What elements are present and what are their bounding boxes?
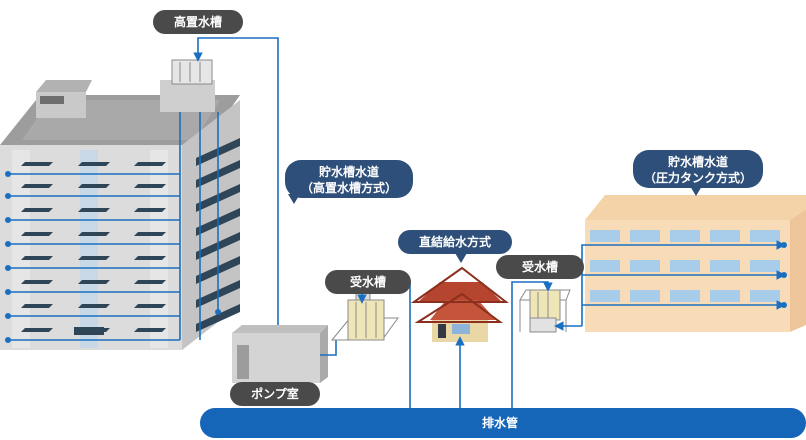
window: [21, 232, 53, 236]
window: [670, 230, 700, 242]
window: [21, 162, 53, 166]
label-storage-elevated-line1: 貯水槽水道: [318, 165, 379, 179]
right-building-pipes: [554, 240, 786, 331]
window: [750, 290, 780, 302]
window: [630, 260, 660, 272]
window: [21, 304, 53, 308]
window: [630, 290, 660, 302]
window: [750, 230, 780, 242]
window: [21, 208, 53, 212]
label-elevated-tank: 高置水槽: [153, 10, 243, 34]
tail-storage-elevated: [288, 194, 300, 204]
label-receiving-tank-right: 受水槽: [496, 255, 584, 279]
window: [21, 328, 53, 332]
tail-direct-supply: [455, 253, 467, 263]
window: [74, 327, 104, 335]
window: [134, 328, 166, 332]
outlet-dot: [5, 241, 11, 247]
right-tank-pipe: [511, 281, 553, 412]
outlet-dot: [5, 193, 11, 199]
outlet-dot: [5, 171, 11, 177]
outlet-dot: [215, 309, 221, 315]
window: [21, 184, 53, 188]
outlet-dot: [5, 313, 11, 319]
outlet-dot: [5, 337, 11, 343]
pump-room: [232, 325, 328, 383]
label-direct-supply: 直結給水方式: [398, 230, 512, 254]
outlet-dot: [5, 289, 11, 295]
window: [134, 304, 166, 308]
window: [78, 208, 110, 212]
tail-storage-pressure: [690, 186, 702, 196]
left-floor-pipes: [5, 171, 221, 343]
window: [590, 290, 620, 302]
outlet-dot: [5, 217, 11, 223]
window: [710, 260, 740, 272]
window: [21, 280, 53, 284]
label-storage-elevated: 貯水槽水道 （高置水槽方式）: [285, 160, 413, 198]
window: [78, 184, 110, 188]
label-receiving-tank-left: 受水槽: [325, 270, 411, 294]
window: [670, 290, 700, 302]
window: [78, 232, 110, 236]
window: [134, 280, 166, 284]
window: [78, 162, 110, 166]
side-window: [196, 304, 240, 332]
window: [750, 260, 780, 272]
window: [630, 230, 660, 242]
window: [590, 260, 620, 272]
receiving-tank-left: [330, 289, 399, 341]
label-storage-pressure-line2: （圧力タンク方式）: [643, 171, 752, 185]
house: [410, 266, 509, 342]
window: [134, 256, 166, 260]
drain-pipe: [200, 408, 806, 438]
window: [78, 304, 110, 308]
window: [134, 208, 166, 212]
outlet-dot: [5, 265, 11, 271]
left-building-pipes: [179, 37, 279, 340]
window: [134, 162, 166, 166]
window: [78, 256, 110, 260]
window: [710, 230, 740, 242]
label-storage-elevated-line2: （高置水槽方式）: [300, 181, 397, 195]
label-pump-room: ポンプ室: [230, 382, 320, 406]
window: [134, 184, 166, 188]
window: [78, 280, 110, 284]
label-storage-pressure: 貯水槽水道 （圧力タンク方式）: [633, 150, 763, 188]
window: [134, 232, 166, 236]
pump-to-tank-pipe: [320, 338, 337, 356]
label-storage-pressure-line1: 貯水槽水道: [667, 155, 728, 169]
window: [670, 260, 700, 272]
window: [710, 290, 740, 302]
window: [21, 256, 53, 260]
right-building-windows: [590, 230, 787, 308]
window: [590, 230, 620, 242]
label-drain-pipe: 排水管: [481, 416, 518, 430]
